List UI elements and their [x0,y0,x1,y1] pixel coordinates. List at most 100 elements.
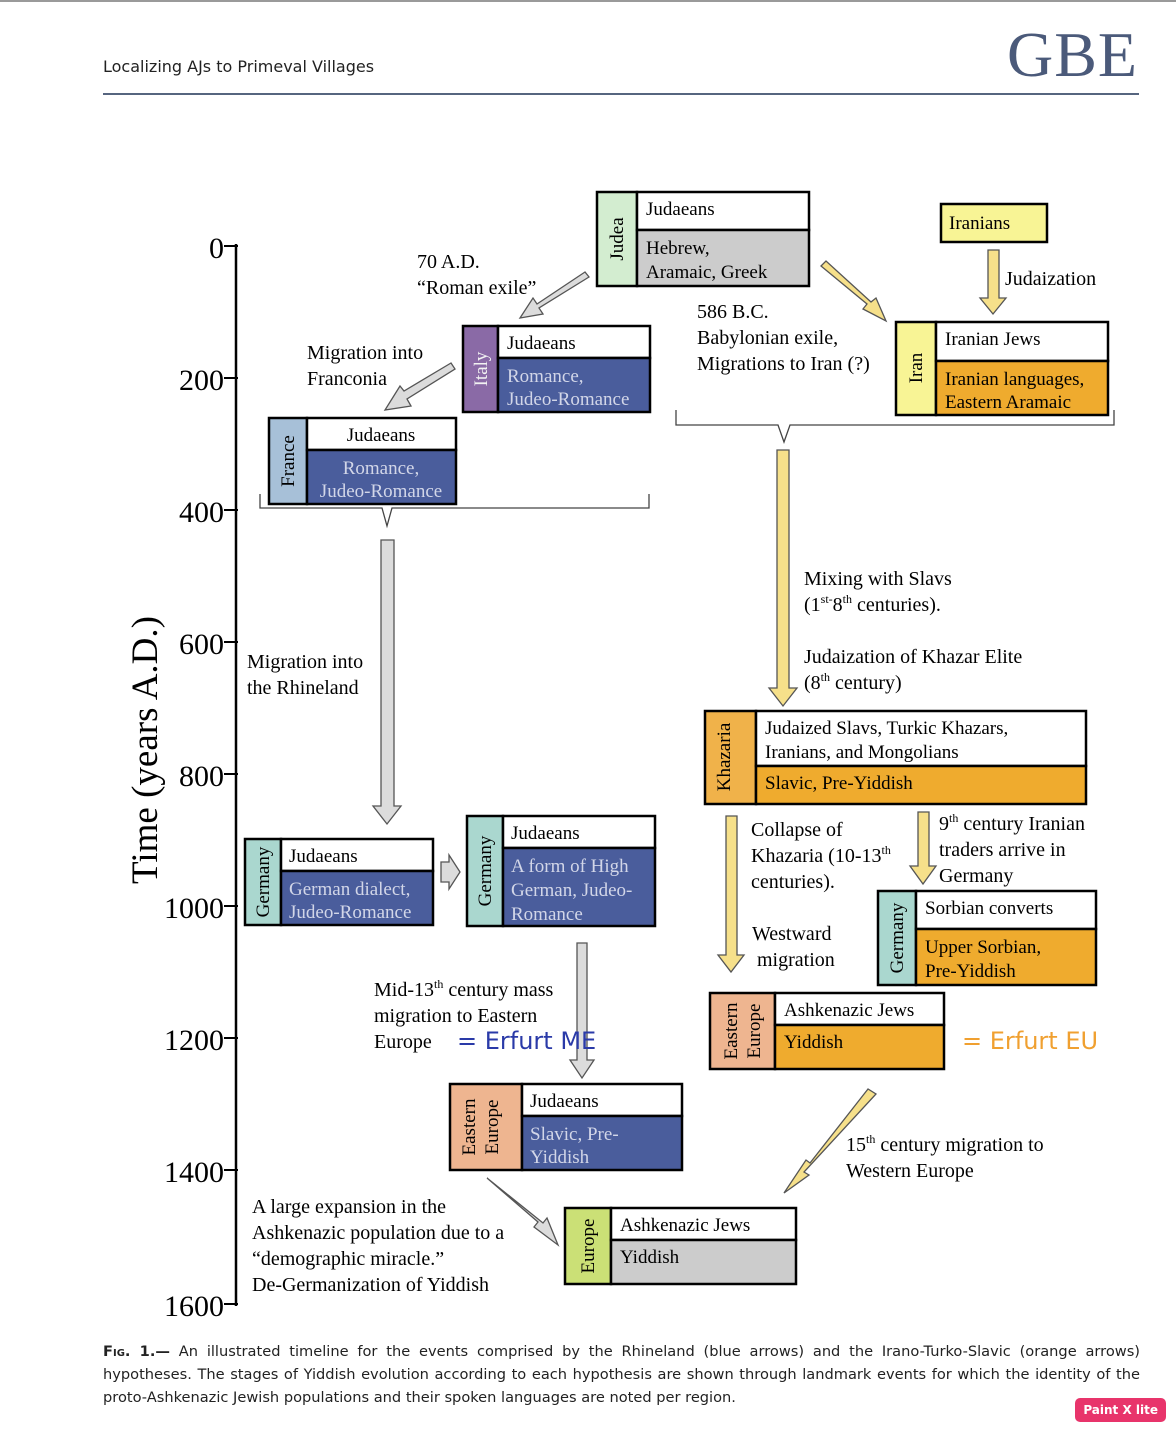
svg-text:Judaeans: Judaeans [347,425,416,446]
time-axis: 0 200 400 600 800 1000 1200 1400 1600 Ti… [125,232,238,1323]
note-15th-1: 15th century migration to [846,1132,1044,1156]
svg-text:Judaeans: Judaeans [530,1091,599,1112]
note-traders-3: Germany [939,865,1013,887]
svg-text:A form of High: A form of High [511,856,629,877]
svg-text:Italy: Italy [471,351,492,386]
box-iran: Iran Iranian Jews Iranian languages, Eas… [894,320,1110,417]
note-westward-2: migration [757,949,835,971]
svg-text:Yiddish: Yiddish [784,1032,844,1053]
arrow-mid13-migration [568,942,596,1080]
svg-text:Iranian Jews: Iranian Jews [945,329,1041,350]
note-mid13-2: migration to Eastern [374,1005,537,1027]
note-mid13-1: Mid-13th century mass [374,977,554,1001]
arrow-roman-exile [518,271,590,319]
annotations: 70 A.D. “Roman exile” 586 B.C. Babylonia… [247,251,1096,1296]
svg-text:Judeo-Romance: Judeo-Romance [320,481,442,502]
figure-caption: Fig. 1.— An illustrated timeline for the… [103,1340,1140,1409]
arrow-15th-century [783,1088,878,1194]
svg-text:German, Judeo-: German, Judeo- [511,880,632,901]
svg-text:Iranians: Iranians [949,213,1010,234]
note-slavs-1: Mixing with Slavs [804,568,952,590]
arrow-franconia [383,362,456,411]
arrow-traders [908,811,938,886]
note-slavs-2: (1st-8th centuries). [804,592,941,616]
box-eastern-europe-right: Eastern Europe Ashkenazic Jews Yiddish [708,991,946,1071]
svg-text:German dialect,: German dialect, [289,879,410,900]
note-collapse-2: Khazaria (10-13th [751,843,891,867]
svg-text:Pre-Yiddish: Pre-Yiddish [925,961,1016,982]
note-babylon-3: Migrations to Iran (?) [697,353,870,375]
svg-text:Judeo-Romance: Judeo-Romance [289,902,411,923]
arrow-demographic [486,1177,560,1247]
brace-right [675,410,1115,444]
note-franconia-2: Franconia [307,368,387,390]
note-babylon-1: 586 B.C. [697,301,769,323]
top-border [0,0,1176,2]
note-judaization: Judaization [1005,268,1096,290]
note-franconia-1: Migration into [307,342,423,364]
arrow-westward [716,815,746,974]
box-italy: Italy Judaeans Romance, Judeo-Romance [461,324,652,414]
box-germany-sorbian: Germany Sorbian converts Upper Sorbian, … [876,889,1098,987]
svg-text:Slavic, Pre-: Slavic, Pre- [530,1124,619,1145]
svg-text:Judaeans: Judaeans [289,846,358,867]
timeline-figure: 0 200 400 600 800 1000 1200 1400 1600 Ti… [125,190,1115,1323]
note-roman-exile-1: 70 A.D. [417,251,480,273]
svg-text:Romance,: Romance, [507,366,584,387]
note-rhineland-1: Migration into [247,651,363,673]
svg-text:Hebrew,: Hebrew, [646,238,710,259]
note-expansion-2: Ashkenazic population due to a [252,1222,504,1244]
note-babylon-2: Babylonian exile, [697,327,838,349]
svg-text:Yiddish: Yiddish [620,1247,680,1268]
svg-text:Germany: Germany [253,846,274,917]
tick-1000: 1000 [164,892,224,925]
svg-text:Iranians, and Mongolians: Iranians, and Mongolians [765,742,959,763]
svg-text:Judaeans: Judaeans [646,199,715,220]
note-khazar-2: (8th century) [804,670,902,694]
arrow-rhineland [371,539,403,826]
label-erfurt-me: = Erfurt ME [457,1027,596,1055]
note-expansion-4: De-Germanization of Yiddish [252,1274,489,1296]
svg-text:Iranian languages,: Iranian languages, [945,369,1084,390]
running-title: Localizing AJs to Primeval Villages [103,57,375,76]
svg-text:Eastern: Eastern [721,1002,742,1059]
note-westward-1: Westward [752,923,831,945]
box-iranians: Iranians [939,202,1049,244]
arrow-germany-to-germany [440,852,461,892]
svg-text:Khazaria: Khazaria [714,722,735,791]
svg-text:Eastern: Eastern [459,1098,480,1155]
svg-text:France: France [278,435,299,487]
arrow-judaization [978,249,1008,316]
arrow-slavs-khazar [767,449,799,708]
svg-text:Eastern Aramaic: Eastern Aramaic [945,392,1071,413]
axis-label: Time (years A.D.) [125,616,166,884]
svg-text:Aramaic, Greek: Aramaic, Greek [646,262,768,283]
svg-text:Europe: Europe [482,1100,503,1155]
tick-800: 800 [179,760,224,793]
arrow-babylonian [820,260,888,323]
note-traders-2: traders arrive in [939,839,1066,861]
tick-200: 200 [179,364,224,397]
svg-text:Romance,: Romance, [343,458,420,479]
svg-text:Judaeans: Judaeans [507,333,576,354]
svg-text:Yiddish: Yiddish [530,1147,590,1168]
tick-0: 0 [209,232,224,265]
svg-text:Germany: Germany [887,902,908,973]
caption-label: Fig. 1.— [103,1343,170,1360]
svg-text:Judaized Slavs, Turkic Khazars: Judaized Slavs, Turkic Khazars, [765,718,1008,739]
paint-x-lite-badge: Paint X lite [1075,1398,1166,1422]
svg-text:Iran: Iran [906,352,927,383]
svg-text:Judaeans: Judaeans [511,823,580,844]
note-khazar-1: Judaization of Khazar Elite [804,646,1022,668]
svg-text:Romance: Romance [511,904,583,925]
tick-1600: 1600 [164,1290,224,1323]
svg-text:Slavic, Pre-Yiddish: Slavic, Pre-Yiddish [765,773,913,794]
box-germany-high-german: Germany Judaeans A form of High German, … [465,814,657,928]
label-erfurt-eu: = Erfurt EU [962,1027,1098,1055]
svg-text:Europe: Europe [578,1219,599,1274]
note-collapse-1: Collapse of [751,819,843,841]
header-rule [103,93,1139,95]
box-judea: Judea Judaeans Hebrew, Aramaic, Greek [595,190,811,288]
box-eastern-europe-left: Eastern Europe Judaeans Slavic, Pre- Yid… [448,1082,684,1172]
box-khazaria: Khazaria Judaized Slavs, Turkic Khazars,… [703,709,1088,806]
